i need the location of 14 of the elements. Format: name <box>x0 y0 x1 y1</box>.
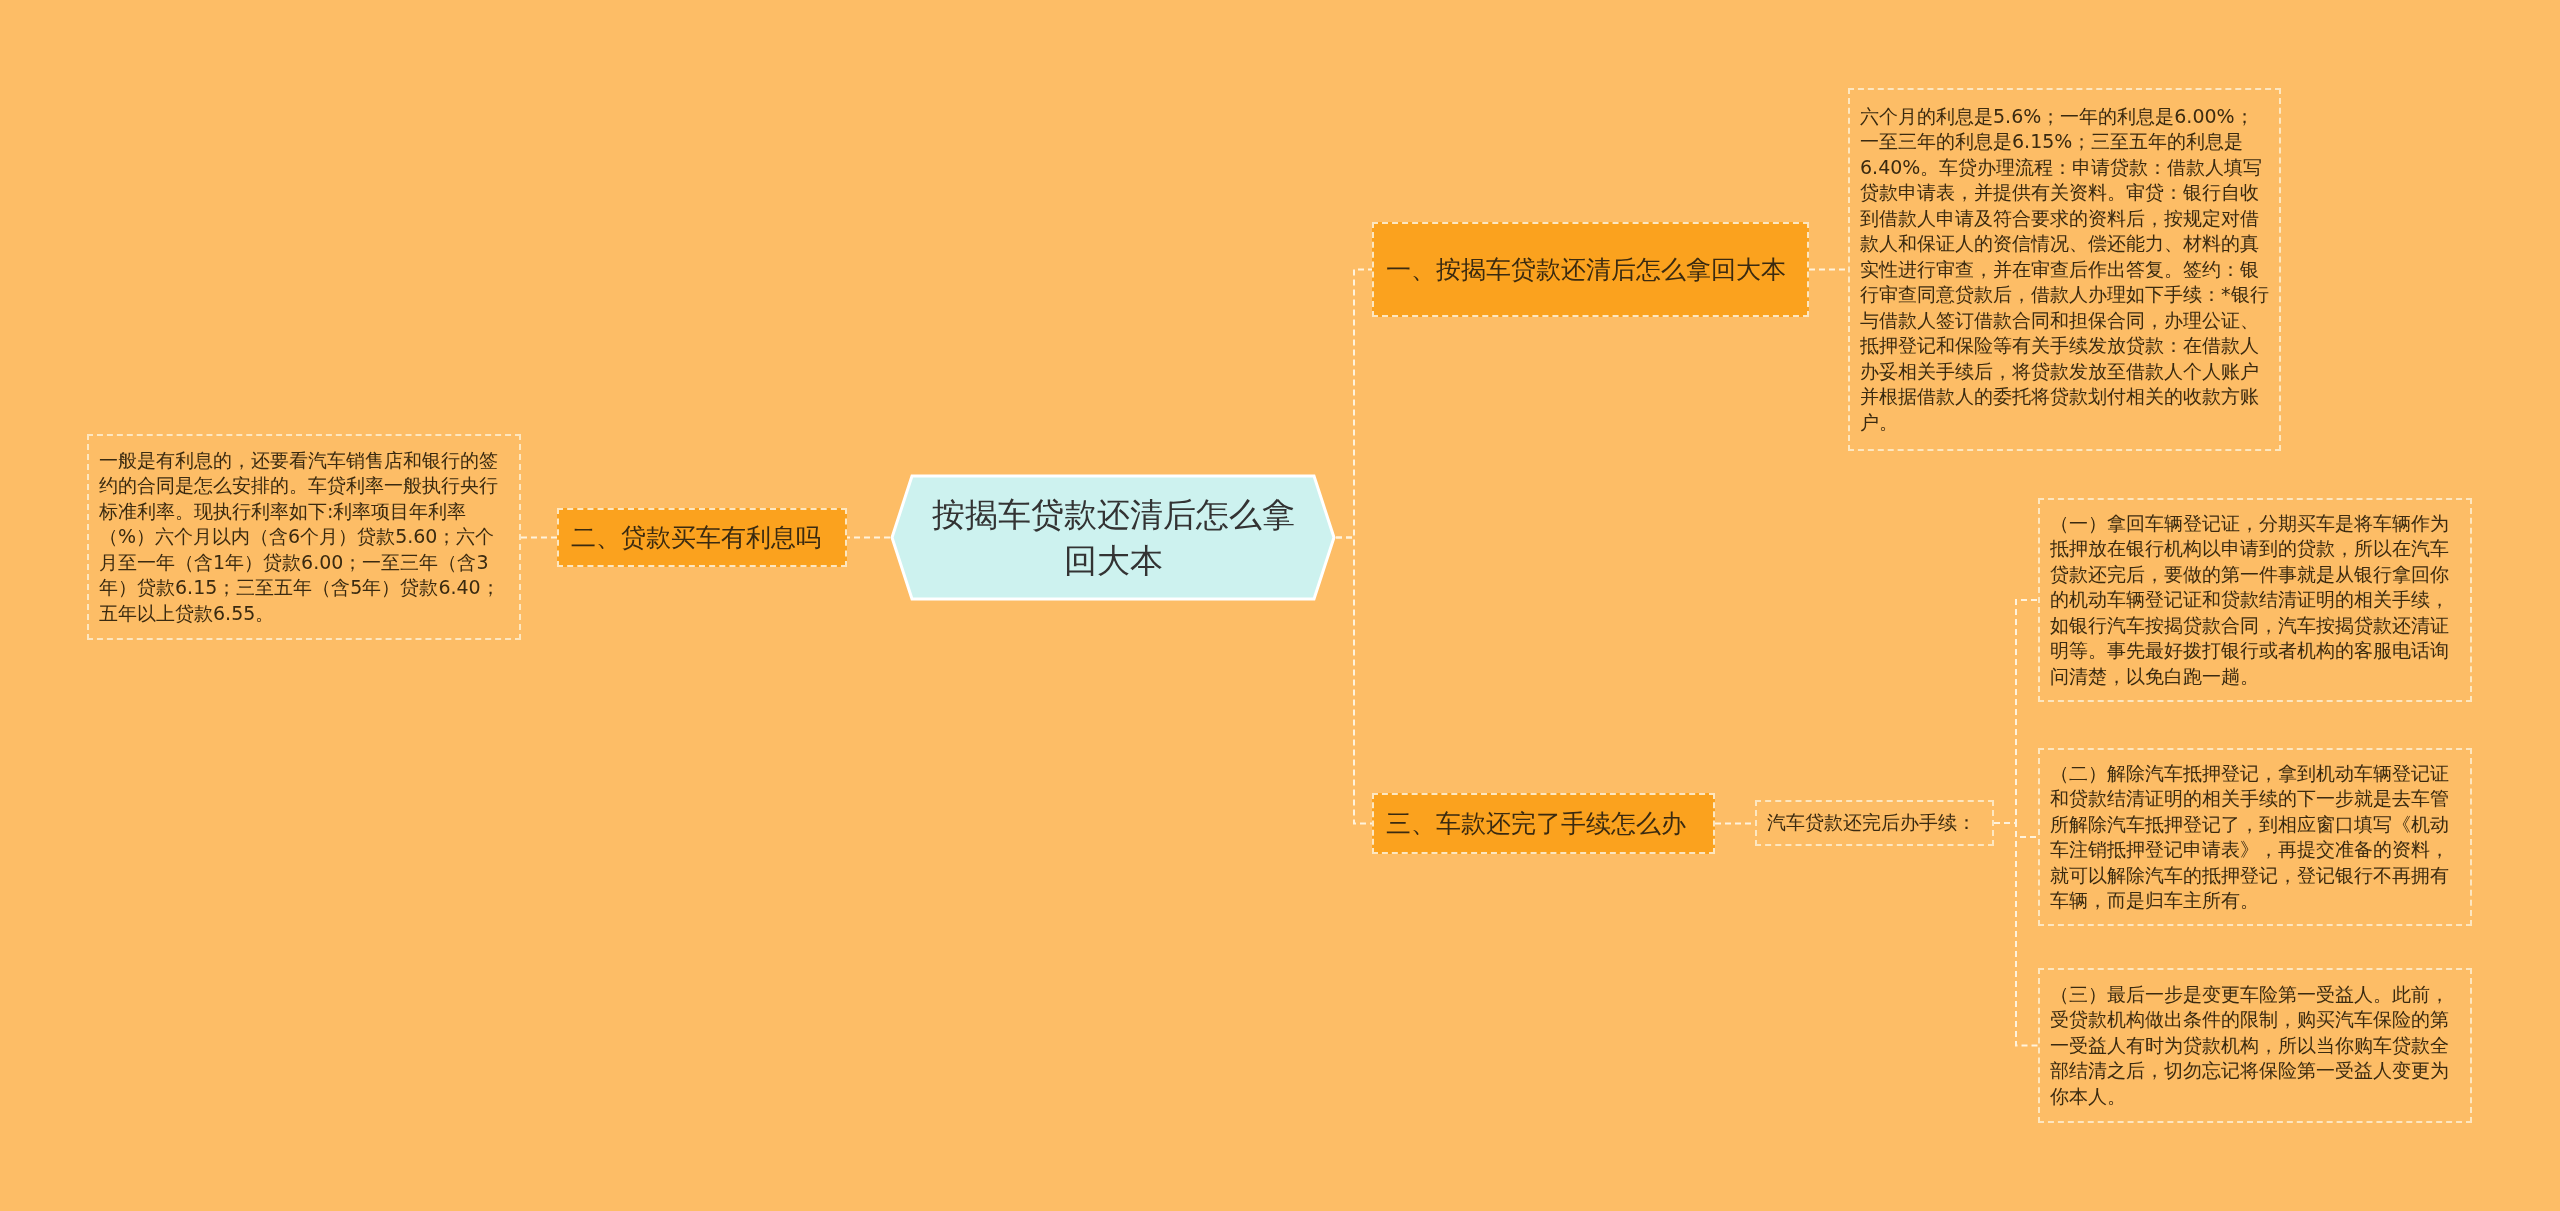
note-box: 一般是有利息的，还要看汽车销售店和银行的签约的合同是怎么安排的。车贷利率一般执行央行标准利率。现执行利率如下:利率项目年利率（%）六个月以内（含6个月）贷款5.60；六个月至一年（含1年）贷款6.00；一至三年（含3年）贷款6.15；三至五年（含5年）贷款6.40；五年以上贷款6.55。 <box>87 434 521 640</box>
note-box: 汽车贷款还完后办手续： <box>1755 800 1994 846</box>
note-box: （一）拿回车辆登记证，分期买车是将车辆作为抵押放在银行机构以申请到的贷款，所以在汽车贷款还完后，要做的第一件事就是从银行拿回你的机动车辆登记证和贷款结清证明的相关手续，如银行汽车按揭贷款合同，汽车按揭贷款还清证明等。事先最好拨打银行或者机构的客服电话询问清楚，以免白跑一趟。 <box>2038 498 2472 702</box>
connector-line <box>1993 822 2039 1047</box>
connector-line <box>520 536 558 539</box>
topic-box: 一、按揭车贷款还清后怎么拿回大本 <box>1372 222 1809 317</box>
note-box: 六个月的利息是5.6%；一年的利息是6.00%；一至三年的利息是6.15%；三至五年的利息是6.40%。车贷办理流程：申请贷款：借款人填写贷款申请表，并提供有关资料。审贷：银行自收到借款人申请及符合要求的资料后，按规定对借款人和保证人的资信情况、偿还能力、材料的真实性进行审查，并在审查后作出答复。签约：银行审查同意贷款后，借款人办理如下手续：*银行与借款人签订借款合同和担保合同，办理公证、抵押登记和保险等有关手续发放贷款：在借款人办妥相关手续后，将贷款发放至借款人个人账户并根据借款人的委托将贷款划付相关的收款方账户。 <box>1848 88 2281 451</box>
topic-box: 二、贷款买车有利息吗 <box>557 508 847 567</box>
connector-line <box>1335 536 1373 825</box>
connector-line <box>846 536 891 539</box>
central-topic-hexagon: 按揭车贷款还清后怎么拿回大本 <box>890 474 1336 601</box>
note-box: （三）最后一步是变更车险第一受益人。此前，受贷款机构做出条件的限制，购买汽车保险的第一受益人有时为贷款机构，所以当你购车贷款全部结清之后，切勿忘记将保险第一受益人变更为你本人。 <box>2038 968 2472 1123</box>
topic-box: 三、车款还完了手续怎么办 <box>1372 793 1715 854</box>
note-box: （二）解除汽车抵押登记，拿到机动车辆登记证和贷款结清证明的相关手续的下一步就是去车管所解除汽车抵押登记了，到相应窗口填写《机动车注销抵押登记申请表》，再提交准备的资料，就可以解除汽车的抵押登记，登记银行不再拥有车辆，而是归车主所有。 <box>2038 748 2472 926</box>
